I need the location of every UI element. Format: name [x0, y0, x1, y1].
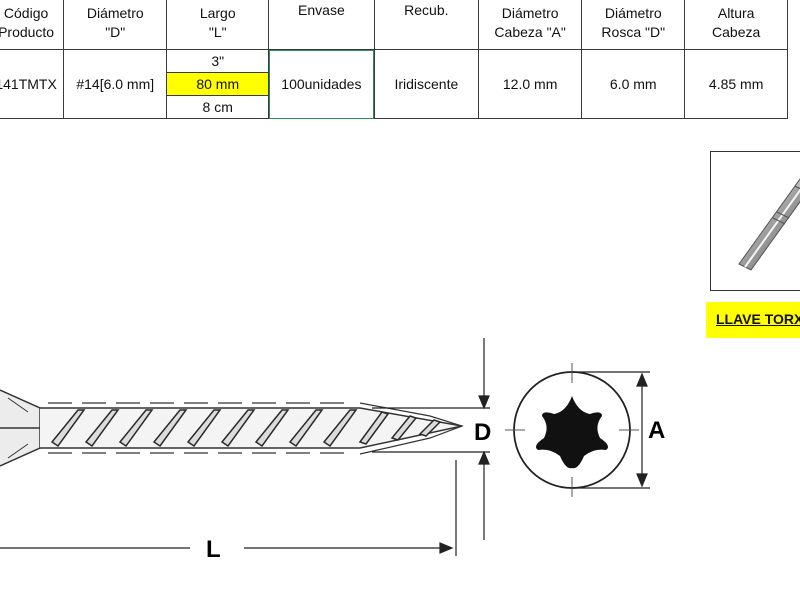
cell-largo: 3" 80 mm 8 cm	[166, 49, 270, 119]
dim-a-label: A	[648, 417, 665, 444]
header-diametro: Diámetro"D"	[63, 0, 168, 50]
screw-head-top-view	[505, 363, 639, 497]
dimension-a	[572, 371, 650, 489]
dim-l-label: L	[206, 536, 221, 563]
cell-altura-cabeza: 4.85 mm	[684, 49, 788, 119]
largo-mm-highlight: 80 mm	[167, 73, 268, 96]
cell-diam-rosca: 6.0 mm	[581, 49, 686, 119]
dimension-d-side	[372, 338, 490, 540]
cell-diametro: #14[6.0 mm]	[63, 49, 168, 119]
header-recub: Recub.	[373, 0, 480, 50]
wrench-label: LLAVE TORX	[706, 302, 800, 338]
header-largo: Largo"L"	[166, 0, 270, 50]
largo-inches: 3"	[167, 51, 268, 73]
screw-drawing: D L A	[0, 338, 665, 563]
header-envase: Envase	[268, 0, 375, 50]
cell-diam-cabeza: 12.0 mm	[478, 49, 583, 119]
largo-cm: 8 cm	[202, 99, 233, 115]
cell-codigo: 141TMTX	[0, 49, 65, 119]
cell-recub: Iridiscente	[373, 49, 480, 119]
torx-bit-image	[710, 151, 800, 291]
screw-side-view	[0, 389, 464, 467]
dimension-l	[0, 460, 457, 556]
hex-bit-icon	[738, 178, 800, 271]
torx-star-icon	[536, 396, 608, 469]
dim-d-side-label: D	[474, 419, 491, 446]
table-row: 141TMTX #14[6.0 mm] 3" 80 mm 8 cm 100uni…	[0, 49, 788, 119]
cell-envase: 100unidades	[268, 49, 375, 119]
